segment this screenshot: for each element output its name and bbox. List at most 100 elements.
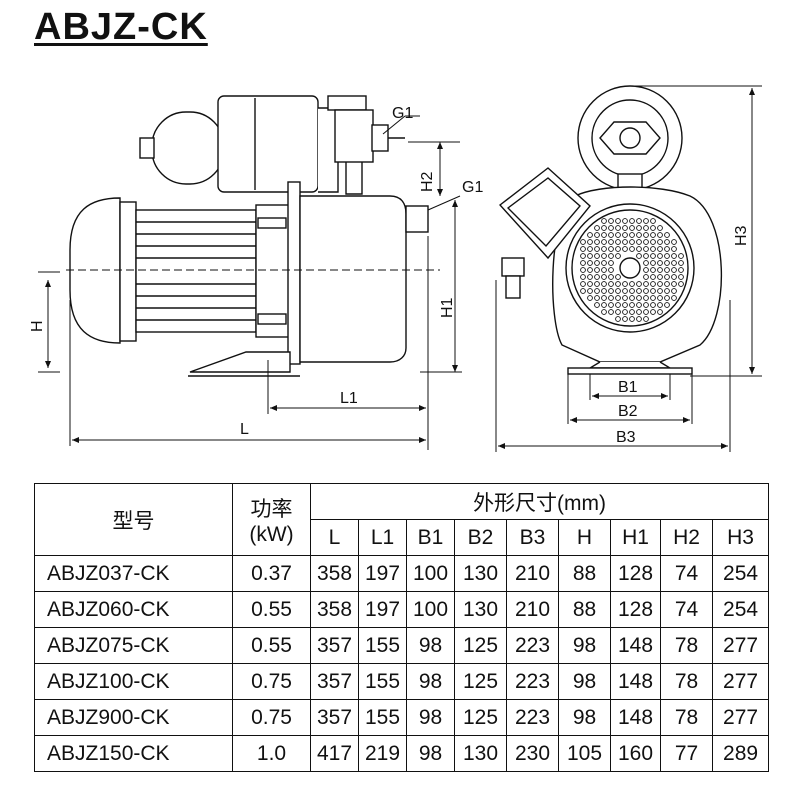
dimension-cell: 210 (506, 555, 559, 592)
grille-hole (657, 267, 663, 273)
grille-hole (643, 281, 649, 287)
dimension-cell: 148 (610, 627, 661, 664)
grille-hole (622, 246, 628, 252)
grille-hole (587, 232, 593, 238)
grille-hole (594, 225, 600, 231)
grille-hole (601, 232, 607, 238)
grille-hole (594, 253, 600, 259)
grille-hole (601, 225, 607, 231)
grille-hole (657, 246, 663, 252)
grille-hole (657, 274, 663, 280)
grille-hole (671, 260, 677, 266)
power-cell: 0.37 (232, 555, 311, 592)
grille-hole (587, 281, 593, 287)
grille-hole (587, 246, 593, 252)
grille-hole (643, 295, 649, 301)
grille-hole (594, 281, 600, 287)
dimension-cell: 197 (358, 555, 407, 592)
grille-hole (650, 232, 656, 238)
dims-header: 外形尺寸(mm) (309, 483, 770, 520)
dimension-cell: 358 (310, 555, 359, 592)
dimension-cell: 105 (558, 735, 611, 772)
grille-hole (636, 295, 642, 301)
grille-hole (608, 260, 614, 266)
grille-hole (671, 295, 677, 301)
dimension-cell: 277 (711, 627, 770, 664)
grille-hole (615, 295, 621, 301)
grille-hole (601, 218, 607, 224)
dimension-cell: 98 (558, 627, 611, 664)
grille-hole (671, 288, 677, 294)
grille-hole (615, 309, 621, 315)
grille-hole (580, 281, 586, 287)
dim-column-header: B3 (506, 519, 559, 556)
dimension-cell: 210 (506, 591, 559, 628)
grille-hole (650, 246, 656, 252)
grille-hole (580, 239, 586, 245)
grille-hole (650, 302, 656, 308)
dimension-cell: 128 (610, 591, 661, 628)
dim-column-header: H1 (610, 519, 661, 556)
grille-hole (671, 253, 677, 259)
power-cell: 0.75 (232, 699, 311, 736)
grille-hole (629, 316, 635, 322)
model-header: 型号 (34, 483, 233, 556)
front-view (495, 85, 762, 452)
grille-hole (601, 246, 607, 252)
grille-hole (615, 274, 621, 280)
h-label: H (29, 320, 46, 332)
grille-hole (587, 274, 593, 280)
grille-hole (650, 260, 656, 266)
power-cell: 1.0 (232, 735, 311, 772)
dimension-cell: 100 (406, 591, 455, 628)
grille-hole (601, 295, 607, 301)
grille-hole (580, 260, 586, 266)
dimension-cell: 254 (711, 591, 770, 628)
grille-hole (643, 218, 649, 224)
dimension-cell: 100 (406, 555, 455, 592)
power-cell: 0.75 (232, 663, 311, 700)
grille-hole (650, 281, 656, 287)
grille-hole (643, 239, 649, 245)
dimension-cell: 289 (711, 735, 770, 772)
side-view: G1 G1 H2 H1 H L1 L (29, 95, 483, 450)
grille-hole (622, 281, 628, 287)
grille-hole (664, 239, 670, 245)
grille-hole (587, 253, 593, 259)
grille-hole (608, 246, 614, 252)
grille-hole (636, 218, 642, 224)
grille-hole (664, 288, 670, 294)
grille-hole (671, 267, 677, 273)
front-dimension-lines (495, 85, 762, 452)
dimension-cell: 223 (506, 699, 559, 736)
grille-hole (615, 232, 621, 238)
grille-hole (650, 267, 656, 273)
grille-hole (615, 281, 621, 287)
grille-hole (636, 253, 642, 259)
grille-hole (622, 309, 628, 315)
model-cell: ABJZ900-CK (34, 699, 233, 736)
grille-hole (608, 295, 614, 301)
grille-hole (608, 267, 614, 273)
grille-hole (643, 274, 649, 280)
dimension-cell: 125 (454, 627, 507, 664)
dimension-cell: 223 (506, 627, 559, 664)
dimension-cell: 357 (310, 699, 359, 736)
h1-label: H1 (439, 297, 456, 318)
dimension-cell: 98 (558, 663, 611, 700)
grille-hole (657, 295, 663, 301)
grille-hole (657, 232, 663, 238)
grille-hole (608, 239, 614, 245)
grille-hole (580, 246, 586, 252)
side-dimension-lines (38, 115, 462, 450)
grille-hole (643, 288, 649, 294)
grille-hole (622, 295, 628, 301)
h2-label: H2 (419, 171, 436, 192)
grille-hole (671, 246, 677, 252)
dim-column-header: H2 (660, 519, 713, 556)
dimension-cell: 78 (660, 663, 713, 700)
grille-hole (650, 288, 656, 294)
grille-hole (594, 295, 600, 301)
